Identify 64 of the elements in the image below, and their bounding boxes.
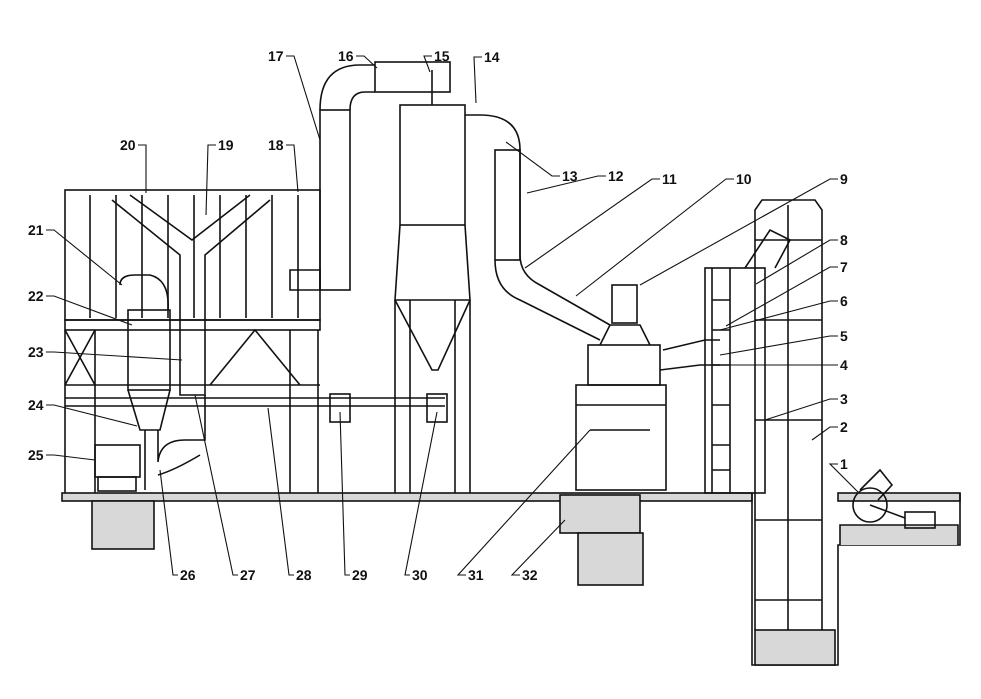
callout-number: 24 (28, 397, 44, 413)
leader-line (828, 463, 858, 492)
leader-line (473, 56, 482, 104)
callout-number: 5 (840, 328, 848, 344)
callout-number: 26 (180, 567, 196, 583)
callout-number: 1 (840, 456, 848, 472)
leader-line (726, 266, 838, 326)
callout-number: 18 (268, 137, 284, 153)
leader-line (812, 426, 838, 440)
callout-number: 20 (120, 137, 136, 153)
callout-number: 32 (522, 567, 538, 583)
leader-line (720, 300, 838, 331)
callout-number: 31 (468, 567, 484, 583)
callout-number: 28 (296, 567, 312, 583)
leader-line (423, 55, 432, 72)
callout-number: 30 (412, 567, 428, 583)
callout-number: 17 (268, 48, 284, 64)
leader-line (404, 412, 438, 576)
leader-line (205, 144, 216, 216)
callout-number: 3 (840, 391, 848, 407)
leader-line (720, 335, 838, 356)
leader-line (138, 144, 147, 193)
leader-line (506, 142, 560, 177)
callout-number: 21 (28, 222, 44, 238)
callout-number: 16 (338, 48, 354, 64)
callout-number: 13 (562, 168, 578, 184)
leader-line (46, 295, 132, 326)
leader-line (526, 175, 606, 194)
callout-number: 10 (736, 171, 752, 187)
callout-number: 4 (840, 357, 848, 373)
callout-number: 9 (840, 171, 848, 187)
callout-number: 29 (352, 567, 368, 583)
callout-number: 2 (840, 419, 848, 435)
leader-line (756, 239, 838, 284)
callout-number: 27 (240, 567, 256, 583)
leader-line (194, 394, 238, 576)
callout-number: 11 (662, 171, 677, 187)
callout-number: 23 (28, 344, 44, 360)
callout-number: 8 (840, 232, 848, 248)
leader-line (339, 412, 350, 576)
leader-line (46, 404, 138, 427)
leader-line (46, 229, 122, 286)
callout-number: 19 (218, 137, 234, 153)
callout-number: 6 (840, 293, 848, 309)
leader-line (159, 470, 178, 576)
callout-number: 15 (434, 48, 450, 64)
leader-line (456, 430, 590, 576)
callout-number: 25 (28, 447, 44, 463)
leader-line (720, 364, 838, 366)
leader-line (286, 55, 321, 140)
leader-line (267, 408, 294, 576)
leader-line (356, 55, 378, 68)
callout-number: 22 (28, 288, 44, 304)
leader-line (640, 178, 838, 286)
leader-line (286, 144, 299, 192)
callout-number: 14 (484, 49, 500, 65)
callout-number: 12 (608, 168, 624, 184)
leader-line (510, 520, 566, 576)
leader-line (576, 178, 734, 296)
leader-line (524, 178, 660, 268)
callout-number: 7 (840, 259, 848, 275)
leader-line (46, 351, 182, 361)
leader-line (764, 398, 838, 421)
leader-line (46, 454, 96, 461)
